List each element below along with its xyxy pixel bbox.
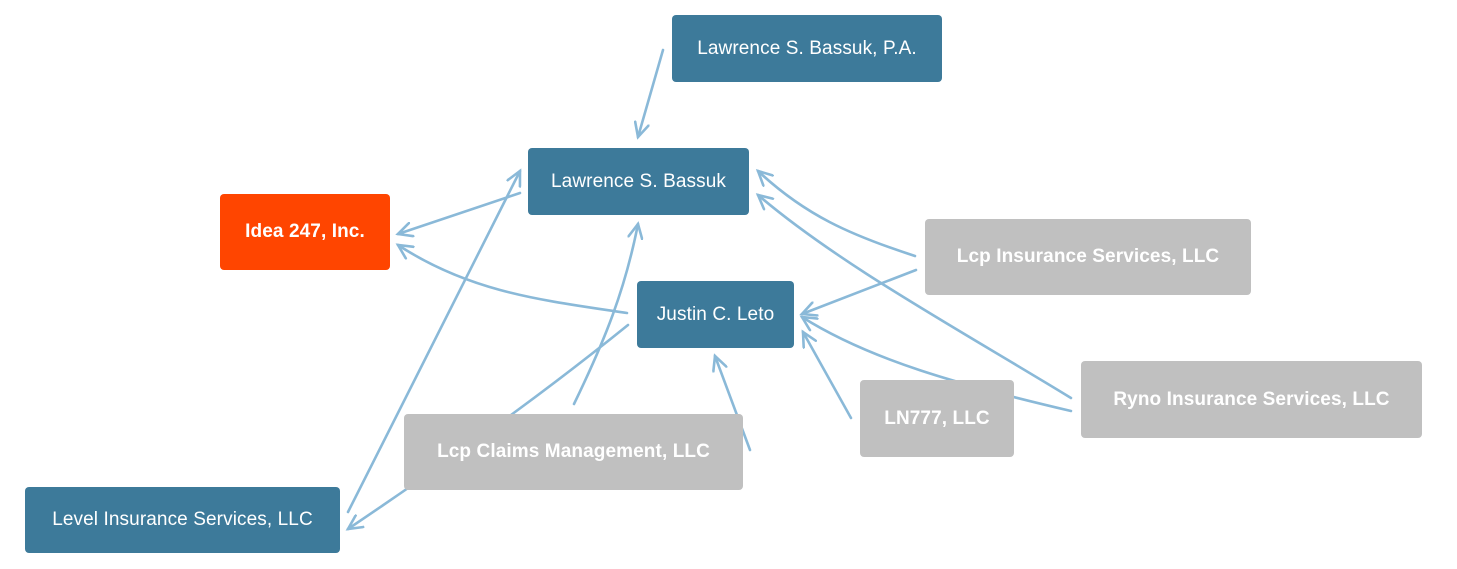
edge-ln777-to-leto	[803, 332, 853, 420]
node-lawrence-s-bassuk[interactable]: Lawrence S. Bassuk	[528, 148, 749, 215]
edge-bassuk-to-idea247	[398, 191, 522, 234]
node-ryno-insurance-services[interactable]: Ryno Insurance Services, LLC	[1081, 361, 1422, 438]
edge-level-to-bassuk	[346, 171, 520, 514]
node-lcp-insurance-services[interactable]: Lcp Insurance Services, LLC	[925, 219, 1251, 295]
edge-bassuk-pa-to-bassuk	[638, 48, 665, 137]
node-idea-247-inc[interactable]: Idea 247, Inc.	[220, 194, 390, 270]
node-ln777-llc[interactable]: LN777, LLC	[860, 380, 1014, 457]
node-lawrence-s-bassuk-pa[interactable]: Lawrence S. Bassuk, P.A.	[672, 15, 942, 82]
edge-ryno-to-leto	[802, 317, 1073, 413]
edge-lcp-claims-to-bassuk	[572, 224, 638, 406]
edge-lcp-claims-to-leto	[715, 356, 752, 452]
node-level-insurance-services[interactable]: Level Insurance Services, LLC	[25, 487, 340, 553]
node-lcp-claims-management[interactable]: Lcp Claims Management, LLC	[404, 414, 743, 490]
edge-ryno-to-bassuk	[758, 195, 1073, 400]
edge-lcp-ins-to-leto	[802, 268, 918, 314]
node-justin-c-leto[interactable]: Justin C. Leto	[637, 281, 794, 348]
edge-leto-to-idea247	[398, 245, 629, 315]
edge-lcp-ins-to-bassuk	[758, 171, 917, 258]
